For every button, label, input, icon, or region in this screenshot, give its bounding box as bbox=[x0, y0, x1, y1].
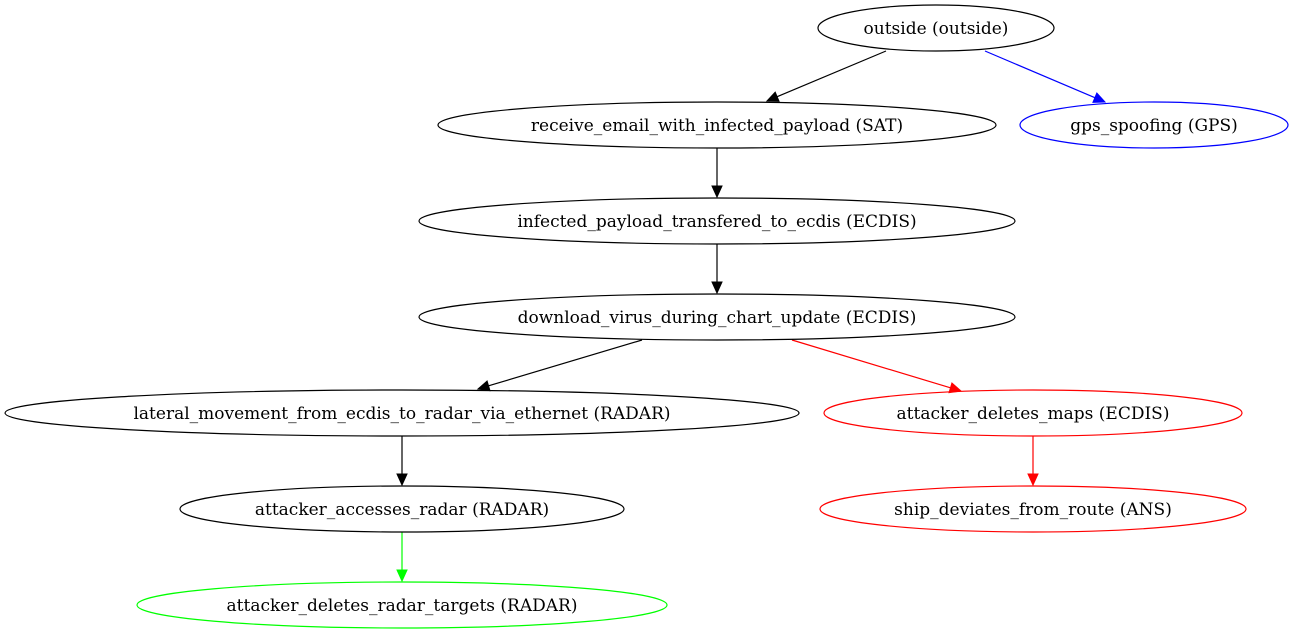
node-label: ship_deviates_from_route (ANS) bbox=[894, 500, 1172, 520]
node-ellipse bbox=[1019, 101, 1289, 149]
edge-line bbox=[791, 339, 951, 389]
arrowhead bbox=[711, 185, 723, 199]
arrowhead bbox=[711, 281, 723, 295]
node-ellipse bbox=[418, 293, 1016, 341]
edge-download_virus-to-lateral_movement bbox=[476, 339, 643, 392]
node-label: lateral_movement_from_ecdis_to_radar_via… bbox=[133, 404, 670, 424]
node-download-virus: download_virus_during_chart_update (ECDI… bbox=[418, 293, 1016, 341]
node-outside: outside (outside) bbox=[817, 4, 1055, 52]
edge-accesses_radar-to-deletes_targets bbox=[396, 532, 408, 583]
edge-deletes_maps-to-deviates_route bbox=[1027, 436, 1039, 487]
arrowhead bbox=[1027, 473, 1039, 487]
node-lateral-movement: lateral_movement_from_ecdis_to_radar_via… bbox=[4, 389, 800, 437]
node-label: download_virus_during_chart_update (ECDI… bbox=[518, 308, 917, 328]
edge-receive_email-to-infected_payload bbox=[711, 148, 723, 199]
edge-lateral_movement-to-accesses_radar bbox=[396, 436, 408, 487]
edge-line bbox=[776, 50, 887, 98]
node-ellipse bbox=[179, 485, 625, 533]
node-ellipse bbox=[418, 197, 1016, 245]
edges-layer bbox=[396, 50, 1107, 583]
node-label: attacker_deletes_radar_targets (RADAR) bbox=[227, 596, 578, 616]
node-label: outside (outside) bbox=[864, 19, 1009, 39]
nodes-layer: outside (outside) receive_email_with_infe… bbox=[4, 4, 1289, 629]
arrowhead bbox=[476, 380, 491, 392]
node-accesses-radar: attacker_accesses_radar (RADAR) bbox=[179, 485, 625, 533]
node-label: infected_payload_transfered_to_ecdis (EC… bbox=[517, 212, 916, 232]
arrowhead bbox=[396, 473, 408, 487]
arrowhead bbox=[1092, 92, 1107, 103]
node-deletes-maps: attacker_deletes_maps (ECDIS) bbox=[823, 389, 1243, 437]
node-infected-payload: infected_payload_transfered_to_ecdis (EC… bbox=[418, 197, 1016, 245]
node-label: gps_spoofing (GPS) bbox=[1070, 116, 1238, 136]
node-ellipse bbox=[823, 389, 1243, 437]
edge-line bbox=[488, 339, 643, 387]
arrowhead bbox=[765, 91, 780, 102]
node-ellipse bbox=[817, 4, 1055, 52]
edge-infected_payload-to-download_virus bbox=[711, 244, 723, 295]
node-ellipse bbox=[819, 485, 1247, 533]
node-receive-email: receive_email_with_infected_payload (SAT… bbox=[437, 101, 997, 149]
edge-outside-to-gps_spoofing bbox=[984, 50, 1107, 103]
edge-line bbox=[984, 50, 1096, 99]
node-label: attacker_accesses_radar (RADAR) bbox=[255, 500, 549, 520]
edge-outside-to-receive_email bbox=[765, 50, 887, 102]
node-ellipse bbox=[136, 581, 668, 629]
node-deletes-targets: attacker_deletes_radar_targets (RADAR) bbox=[136, 581, 668, 629]
node-label: receive_email_with_infected_payload (SAT… bbox=[531, 116, 903, 136]
node-ellipse bbox=[437, 101, 997, 149]
edge-download_virus-to-deletes_maps bbox=[791, 339, 963, 394]
node-deviates-route: ship_deviates_from_route (ANS) bbox=[819, 485, 1247, 533]
arrowhead bbox=[396, 569, 408, 583]
node-label: attacker_deletes_maps (ECDIS) bbox=[897, 404, 1170, 424]
node-ellipse bbox=[4, 389, 800, 437]
node-gps-spoofing: gps_spoofing (GPS) bbox=[1019, 101, 1289, 149]
